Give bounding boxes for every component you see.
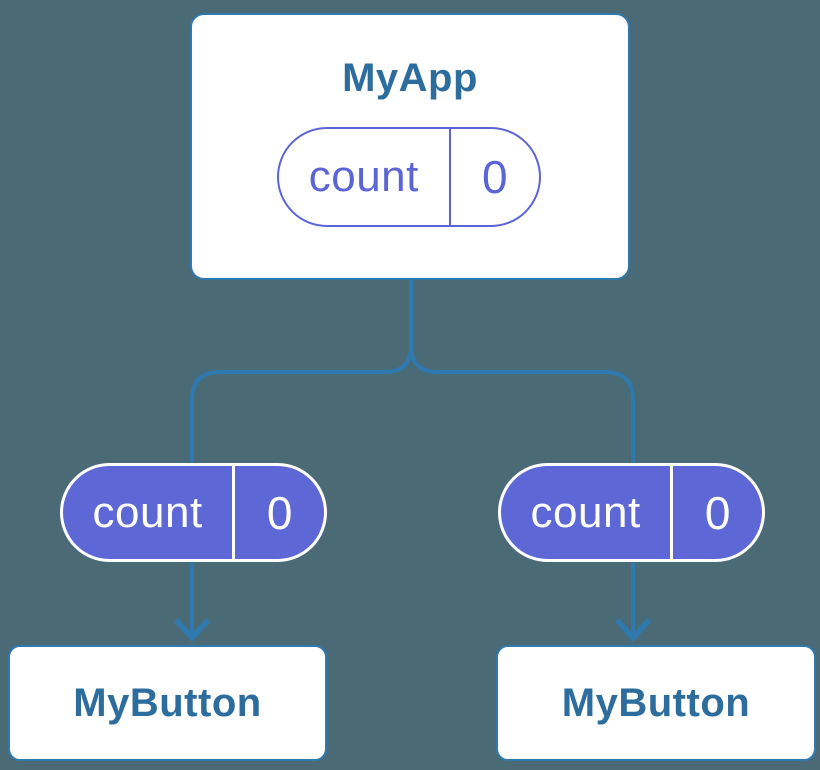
- node-myapp-title: MyApp: [342, 56, 478, 100]
- prop-pill-right-value-zone: 0: [673, 466, 762, 559]
- state-pill-value: 0: [482, 151, 508, 203]
- left-arrowhead-icon: [173, 618, 211, 643]
- state-pill-label-zone: count: [279, 129, 451, 225]
- right-branch-line: [409, 345, 635, 639]
- state-pill-value-zone: 0: [451, 129, 539, 225]
- prop-pill-left-label: count: [92, 487, 203, 537]
- node-mybutton-left-title: MyButton: [73, 681, 262, 725]
- prop-pill-left-label-zone: count: [63, 466, 236, 559]
- right-arrowhead-icon: [614, 618, 652, 643]
- state-pill-label: count: [308, 152, 419, 201]
- prop-pill-left: count 0: [60, 463, 327, 562]
- node-mybutton-right-card: MyButton: [496, 645, 816, 761]
- node-mybutton-left-card: MyButton: [8, 645, 327, 761]
- prop-pill-right: count 0: [498, 463, 765, 562]
- prop-pill-left-value-zone: 0: [235, 466, 324, 559]
- myapp-state-pill: count 0: [277, 127, 541, 227]
- node-myapp-card: MyApp count 0: [190, 13, 630, 280]
- node-mybutton-right-title: MyButton: [561, 681, 751, 725]
- prop-pill-right-value: 0: [704, 486, 731, 539]
- prop-pill-right-label-zone: count: [501, 466, 674, 559]
- prop-pill-left-value: 0: [266, 486, 293, 539]
- prop-pill-right-label: count: [530, 487, 641, 537]
- left-branch-line: [190, 345, 413, 639]
